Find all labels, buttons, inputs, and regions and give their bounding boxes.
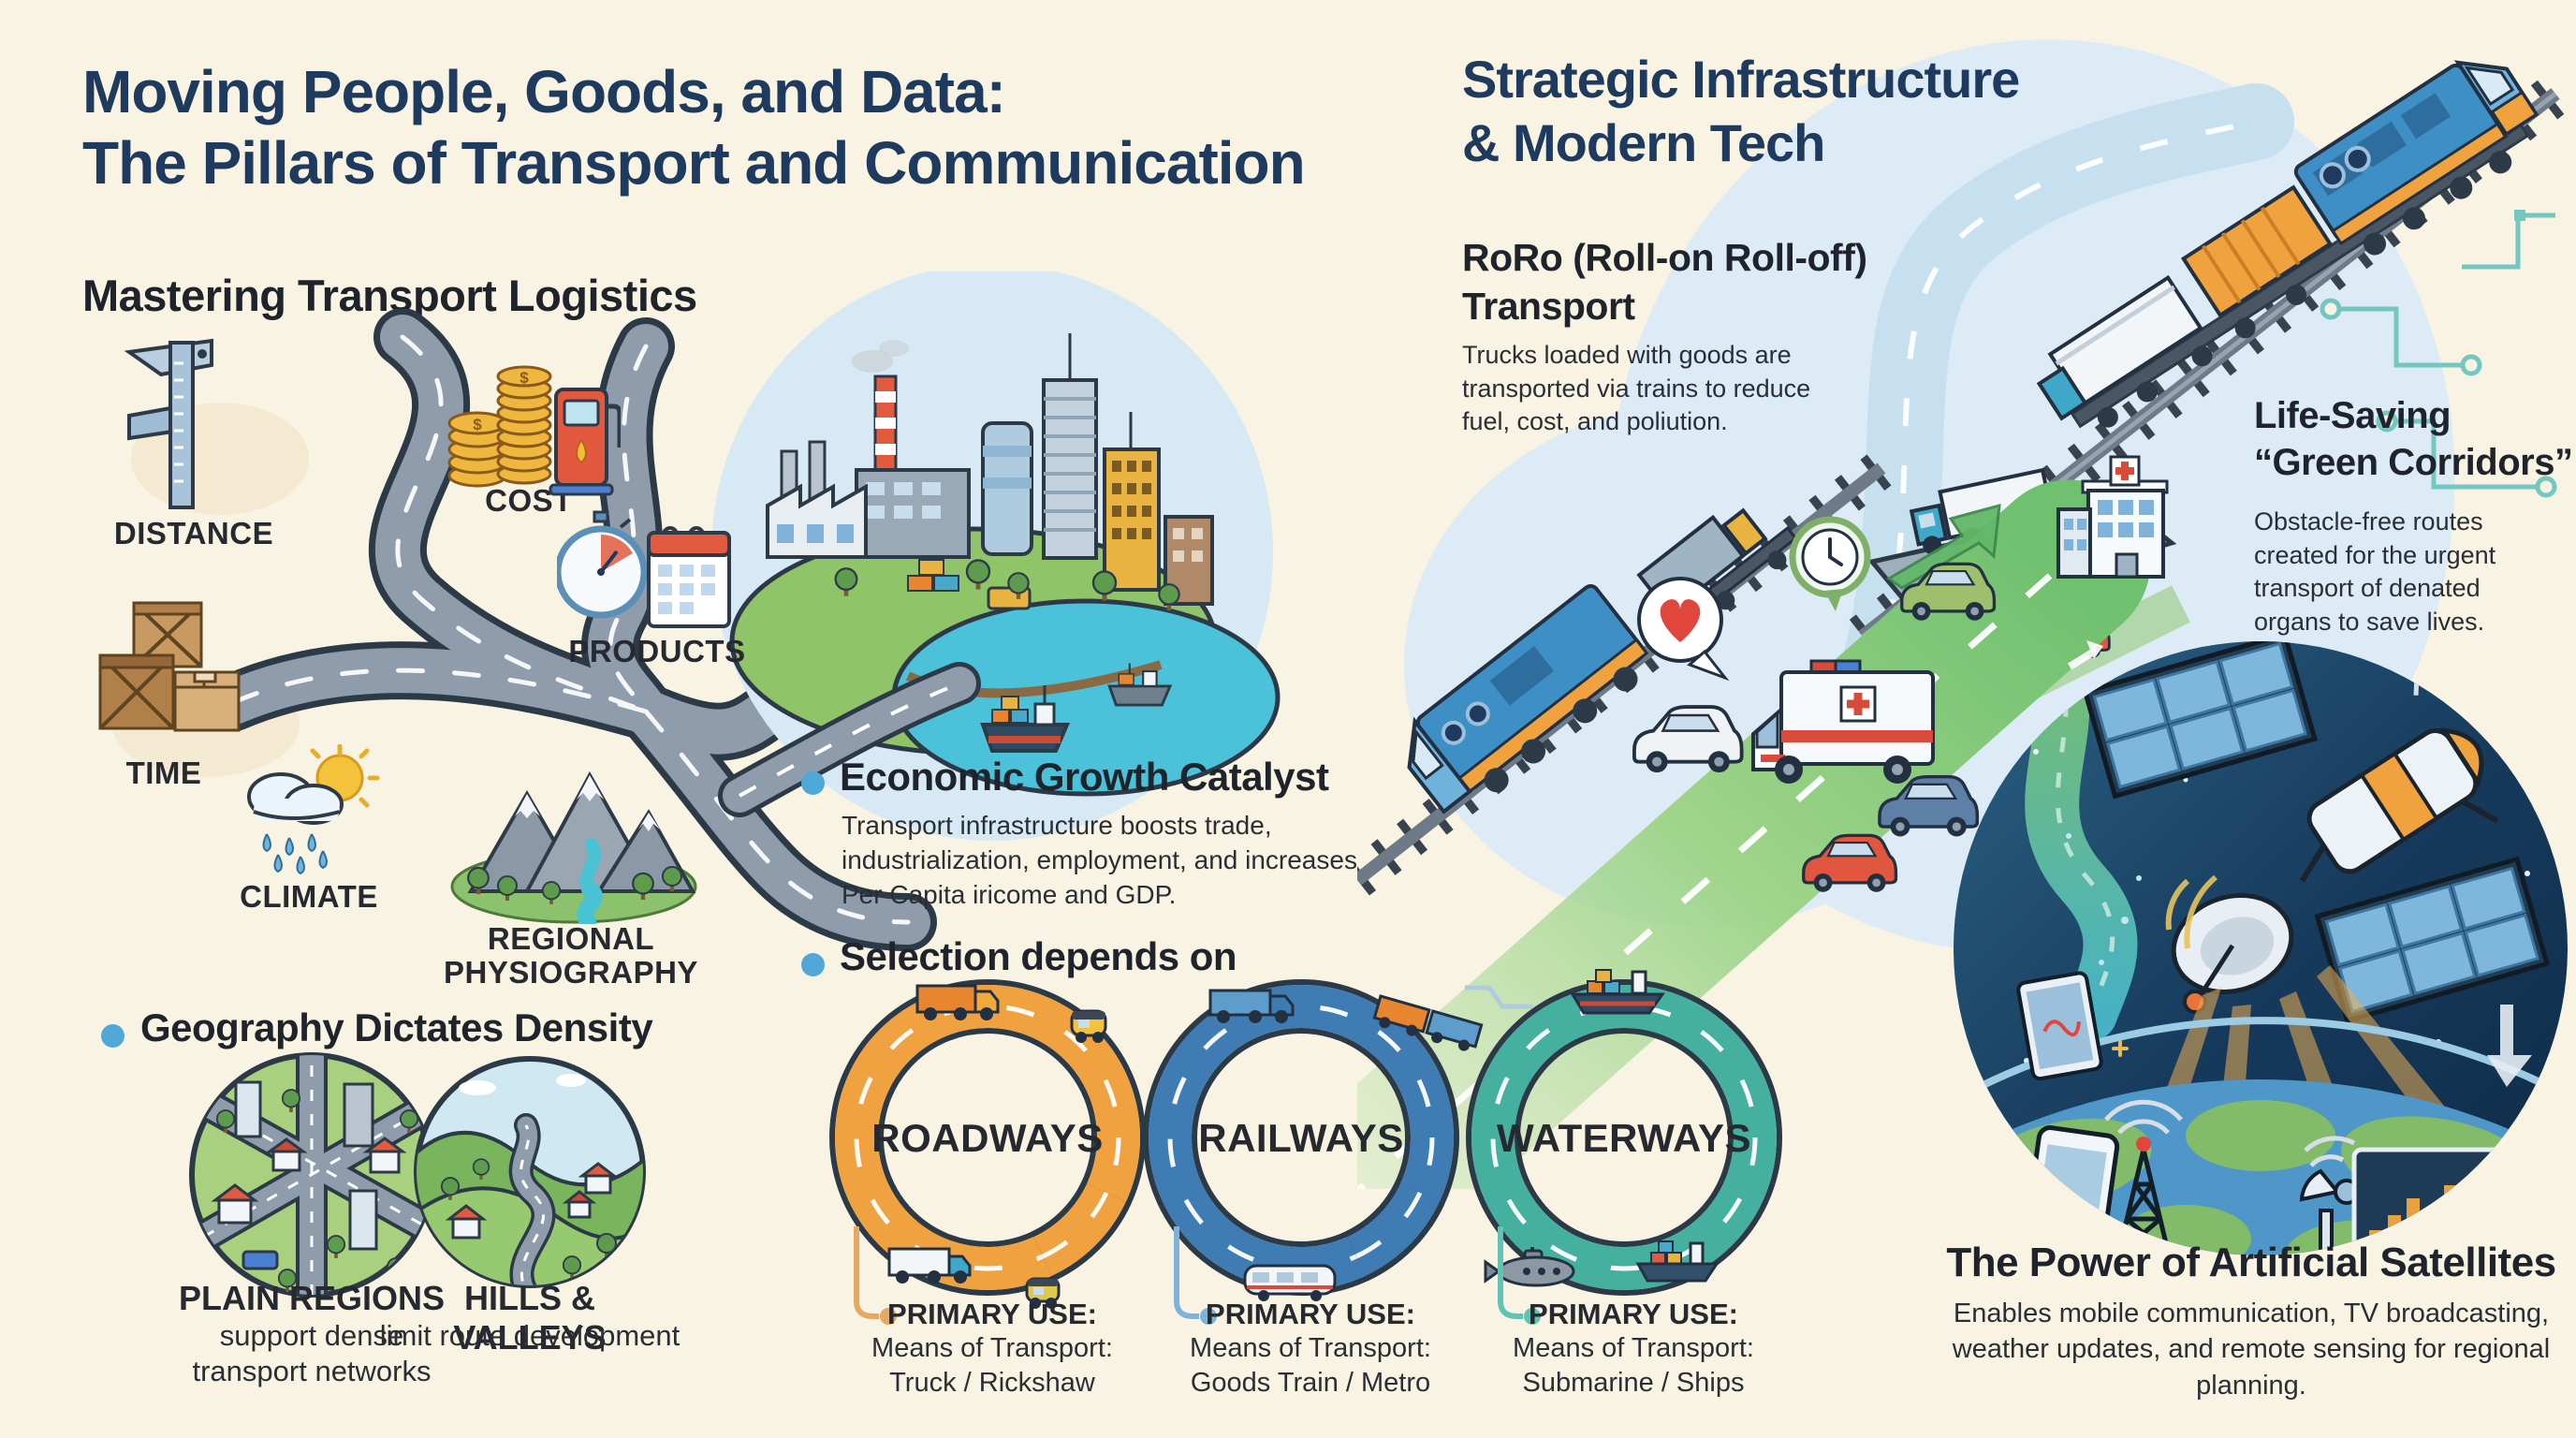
svg-text:$: $ [520, 369, 529, 387]
primary-use-railways-vehicles: Goods Train / Metro [1190, 1368, 1431, 1399]
roadways-rickshaw-icon [1070, 1009, 1107, 1043]
railways-container-truck-icon [1208, 989, 1295, 1023]
mountains-river-icon [450, 770, 697, 924]
primary-use-waterways: PRIMARY USE: Means of Transport: Submari… [1479, 1298, 1788, 1401]
right-title-line2: & Modern Tech [1462, 113, 1825, 172]
transport-modes-loops [829, 969, 1782, 1309]
primary-use-roadways-means: Means of Transport: [871, 1333, 1113, 1363]
roro-locomotive-icon [1407, 584, 1649, 814]
ambulance-icon [1751, 659, 1935, 784]
solar-panel-icon-2 [2314, 856, 2551, 1024]
white-arrow-icon [2067, 640, 2103, 670]
roadways-truck-icon [915, 984, 1000, 1020]
geography-heading: Geography Dictates Density [140, 1005, 653, 1049]
roro-body: Trucks loaded with goods are transported… [1462, 341, 1811, 436]
mode-label-waterways: WATERWAYS [1496, 1116, 1752, 1160]
selection-heading: Selection depends on [840, 934, 1237, 978]
primary-use-railways-means: Means of Transport: [1190, 1333, 1431, 1363]
right-title-line1: Strategic Infrastructure [1462, 50, 2020, 109]
solar-panel-icon [2082, 641, 2319, 800]
stopwatch-calendar-icon [557, 510, 731, 628]
clock-bubble-icon [1789, 516, 1871, 611]
railways-metro-icon [1243, 1264, 1337, 1301]
heart-bubble-icon [1637, 577, 1730, 682]
cargo-ship-icon [980, 685, 1071, 753]
primary-use-roadways-head: PRIMARY USE: [887, 1298, 1097, 1330]
roro-heading-line2: Transport [1462, 285, 1635, 328]
geography-bullet-icon [101, 1024, 124, 1048]
factor-label-distance: DISTANCE [113, 516, 274, 550]
hospital-icon [2056, 455, 2169, 579]
waterways-connector-line [1498, 1226, 1541, 1325]
green-arrow-icon [1886, 503, 2001, 590]
waterways-submarine-icon [1484, 1247, 1575, 1287]
coins-fuel-pump-icon: $ $ [447, 365, 621, 496]
hills-valleys-illustration [414, 1056, 646, 1288]
white-car-icon [1632, 705, 1744, 775]
city-port-illustration [711, 271, 1281, 841]
plain-regions-desc: support dense transport networks [192, 1319, 432, 1387]
railways-connector-line [1174, 1226, 1217, 1325]
green-corridor-heading-line2: “Green Corridors” [2254, 442, 2573, 483]
sun-rain-cloud-icon [247, 744, 380, 875]
city-buildings [766, 333, 1214, 753]
waterways-cargo-ship-icon [1635, 1240, 1720, 1283]
satellite-dish-icon [2171, 892, 2294, 1014]
crates-icon [98, 601, 241, 732]
primary-use-waterways-vehicles: Submarine / Ships [1522, 1368, 1745, 1399]
selection-bullet-icon [801, 953, 825, 976]
plain-regions-illustration [189, 1052, 434, 1298]
economic-heading: Economic Growth Catalyst [840, 755, 1329, 799]
hills-valleys-title: HILLS & VALLEYS [453, 1279, 607, 1357]
roro-heading-line1: RoRo (Roll-on Roll-off) [1462, 236, 1867, 279]
caliper-icon [124, 338, 213, 509]
factor-label-products: PRODUCTS [568, 634, 746, 668]
primary-use-roadways-vehicles: Truck / Rickshaw [889, 1368, 1095, 1399]
mode-label-railways: RAILWAYS [1198, 1116, 1404, 1160]
factor-label-time: TIME [125, 756, 202, 790]
primary-use-railways-head: PRIMARY USE: [1206, 1298, 1415, 1330]
svg-text:$: $ [473, 416, 482, 433]
factor-label-climate: CLIMATE [240, 879, 378, 914]
railways-goods-train-icon [1372, 994, 1484, 1051]
roadways-auto-icon [1025, 1277, 1061, 1309]
main-title-line1: Moving People, Goods, and Data: [82, 58, 1006, 125]
hills-valleys-desc: limit route development [379, 1319, 681, 1352]
roadways-connector-line [854, 1226, 897, 1325]
green-corridor-heading-line1: Life-Saving [2254, 395, 2452, 436]
tablet-icon [2016, 971, 2103, 1081]
satellite-illustration [1954, 641, 2568, 1255]
factor-label-regional-physiography: REGIONAL PHYSIOGRAPHY [444, 921, 698, 990]
green-corridor-body: Obstacle-free routes created for the urg… [2254, 507, 2496, 636]
mode-label-roadways: ROADWAYS [871, 1116, 1104, 1160]
primary-use-waterways-means: Means of Transport: [1513, 1333, 1754, 1363]
roadways-white-truck-icon [887, 1247, 972, 1284]
satellites-body: Enables mobile communication, TV broadca… [1952, 1299, 2551, 1401]
freight-train-icon [2036, 60, 2539, 429]
satellites-heading: The Power of Artificial Satellites [1946, 1240, 2556, 1285]
plain-regions-title: PLAIN REGIONS [178, 1279, 446, 1317]
economic-bullet-icon [801, 771, 825, 795]
primary-use-waterways-head: PRIMARY USE: [1529, 1298, 1738, 1330]
primary-use-railways: PRIMARY USE: Means of Transport: Goods T… [1156, 1298, 1465, 1401]
small-ship-icon [1107, 663, 1173, 707]
economic-body: Transport infrastructure boosts trade, i… [842, 811, 1357, 909]
down-arrow-icon [2487, 1005, 2532, 1087]
primary-use-roadways: PRIMARY USE: Means of Transport: Truck /… [838, 1298, 1147, 1401]
satellite-body-icon [2299, 654, 2499, 883]
circuit-lines-icon [2320, 210, 2557, 498]
main-title-line2: The Pillars of Transport and Communicati… [82, 129, 1306, 197]
waterways-ship-icon [1570, 969, 1665, 1015]
